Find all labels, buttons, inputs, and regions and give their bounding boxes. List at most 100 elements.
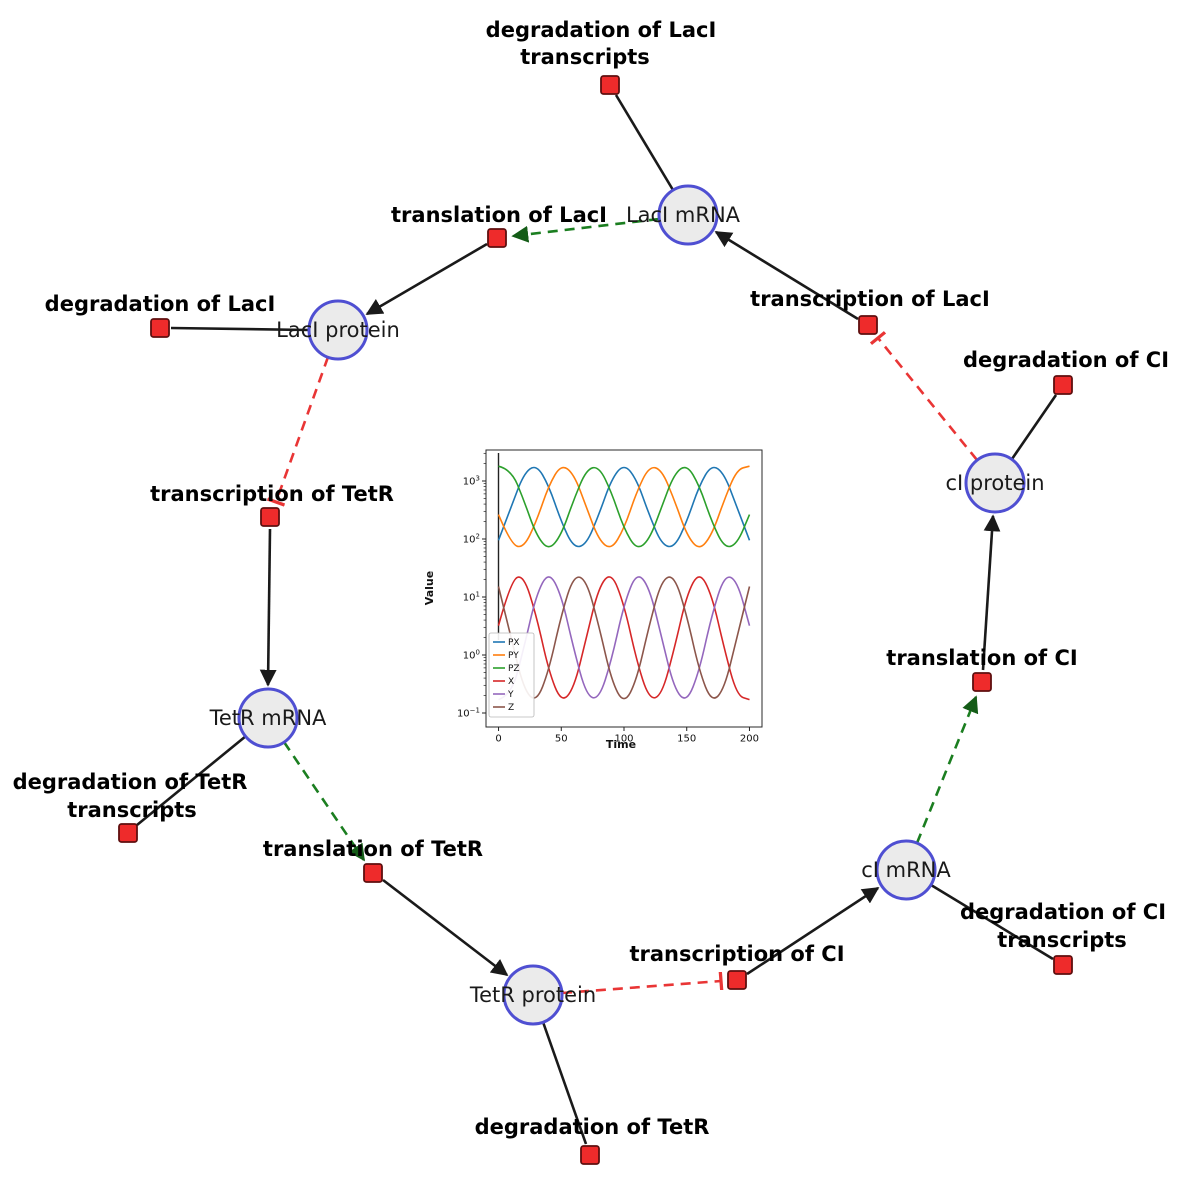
reaction-node-translation-laci: translation of LacI [391, 203, 607, 248]
reaction-label: transcription of CI [629, 942, 844, 966]
y-tick-label: 10−1 [457, 707, 480, 720]
reaction-node-degradation-tetr-transcripts: degradation of TetR transcripts [13, 770, 247, 843]
reaction-label: transcription of TetR [150, 482, 394, 506]
chart-series-PY [497, 465, 750, 548]
edge-tetr-mrna-to-deg-transcripts [136, 734, 247, 827]
species-circle-ci-protein [964, 452, 1026, 514]
edge-laci-protein-to-deg [170, 326, 310, 332]
edges-layer [136, 94, 1058, 1145]
species-label-ci-protein: cI protein [945, 471, 1044, 495]
edge-ci-mrna-to-deg-transcripts [930, 883, 1054, 961]
reaction-label: translation of CI [886, 646, 1077, 670]
edge-ci-protein-to-deg [1010, 394, 1058, 460]
chart-series-PZ [498, 465, 751, 548]
species-node-laci-mrna: LacI mRNA [626, 184, 741, 246]
reaction-label: degradation of LacI [45, 292, 276, 316]
edge-translation-laci-to-laci-protein [365, 242, 488, 316]
reaction-label: degradation of CI [963, 348, 1169, 372]
reaction-node-transcription-laci: transcription of LacI [750, 287, 990, 335]
reaction-label-line2: transcripts [67, 798, 197, 822]
species-label-tetr-mrna: TetR mRNA [209, 706, 327, 730]
species-circle-tetr-protein [502, 964, 564, 1026]
edge-ci-mrna-to-translation [915, 695, 979, 844]
chart-curves [497, 465, 751, 701]
reaction-node-translation-tetr: translation of TetR [263, 837, 483, 883]
reaction-label-line1: degradation of LacI [486, 18, 717, 42]
species-label-laci-mrna: LacI mRNA [626, 203, 741, 227]
y-axis-title: Value [423, 571, 436, 605]
species-node-laci-protein: LacI protein [276, 299, 400, 361]
species-node-tetr-mrna: TetR mRNA [209, 687, 327, 749]
legend-label-PY: PY [508, 651, 519, 661]
reaction-label-line1: degradation of CI [960, 900, 1166, 924]
legend-label-X: X [508, 677, 514, 687]
edge-transcription-laci-to-laci-mrna [714, 230, 859, 321]
edge-laci-protein-inhibits-transcription-tetr [266, 356, 330, 507]
x-tick-label: 50 [555, 734, 568, 745]
reactions-layer: degradation of LacI transcripts translat… [13, 18, 1169, 1165]
legend-label-Y: Y [507, 690, 514, 700]
reaction-square-degradation-tetr-transcripts [118, 823, 138, 843]
reaction-node-degradation-tetr: degradation of TetR [475, 1115, 710, 1165]
edge-tetr-protein-inhibits-transcription-ci [561, 971, 724, 995]
edge-tetr-protein-to-deg [541, 1021, 588, 1145]
reaction-node-degradation-laci: degradation of LacI [45, 292, 276, 338]
reaction-label: transcription of LacI [750, 287, 990, 311]
chart-series-Z [497, 576, 751, 700]
edge-translation-tetr-to-tetr-protein [382, 878, 509, 977]
reaction-square-translation-ci [972, 672, 992, 692]
reaction-label: degradation of TetR [475, 1115, 710, 1139]
y-tick-label: 100 [463, 649, 480, 662]
species-circle-laci-mrna [657, 184, 719, 246]
legend-label-PX: PX [508, 638, 520, 648]
x-tick-label: 200 [740, 734, 759, 745]
species-node-ci-mrna: cI mRNA [861, 839, 951, 901]
species-label-tetr-protein: TetR protein [469, 983, 596, 1007]
reaction-square-degradation-ci-transcripts [1053, 955, 1073, 975]
reaction-square-translation-laci [487, 228, 507, 248]
reaction-node-translation-ci: translation of CI [886, 646, 1078, 692]
reaction-square-degradation-laci [150, 318, 170, 338]
species-node-ci-protein: cI protein [945, 452, 1045, 514]
x-tick-label: 150 [677, 734, 696, 745]
y-tick-label: 102 [463, 533, 480, 546]
edge-ci-protein-inhibits-transcription-laci [869, 330, 979, 461]
x-tick-label: 100 [614, 734, 633, 745]
legend-label-Z: Z [508, 703, 514, 713]
reaction-label: translation of LacI [391, 203, 607, 227]
reaction-square-degradation-ci [1053, 375, 1073, 395]
chart-series-X [497, 576, 750, 701]
reaction-square-degradation-laci-transcripts [600, 75, 620, 95]
y-tick-label: 101 [463, 591, 480, 604]
x-axis-title: Time [606, 738, 636, 751]
reaction-label-line2: transcripts [520, 45, 650, 69]
reaction-node-transcription-ci: transcription of CI [629, 942, 845, 990]
reaction-square-degradation-tetr [580, 1145, 600, 1165]
legend-label-PZ: PZ [508, 664, 520, 674]
reaction-square-transcription-ci [727, 970, 747, 990]
species-layer: LacI mRNA LacI protein cI protein TetR m… [209, 184, 1045, 1026]
reaction-square-transcription-tetr [260, 507, 280, 527]
species-label-laci-protein: LacI protein [276, 318, 400, 342]
reaction-square-translation-tetr [363, 863, 383, 883]
reaction-node-degradation-ci: degradation of CI [963, 348, 1169, 395]
edge-laci-mrna-to-deg-transcripts [614, 94, 675, 191]
reaction-node-degradation-laci-transcripts: degradation of LacI transcripts [486, 18, 717, 95]
chart-series-Y [498, 576, 751, 701]
chart-legend: PX PY PZ XYZ [493, 638, 520, 713]
species-node-tetr-protein: TetR protein [469, 964, 596, 1026]
species-circle-laci-protein [307, 299, 369, 361]
edge-transcription-tetr-to-tetr-mrna [259, 528, 277, 687]
reaction-node-transcription-tetr: transcription of TetR [150, 482, 394, 527]
species-label-ci-mrna: cI mRNA [861, 858, 951, 882]
edge-laci-mrna-to-translation [511, 217, 660, 243]
edge-translation-ci-to-ci-protein [981, 514, 1001, 671]
species-circle-tetr-mrna [237, 687, 299, 749]
chart-series-PX [497, 466, 751, 548]
y-tick-label: 103 [463, 475, 480, 488]
reaction-node-degradation-ci-transcripts: degradation of CI transcripts [960, 900, 1166, 975]
species-circle-ci-mrna [875, 839, 937, 901]
